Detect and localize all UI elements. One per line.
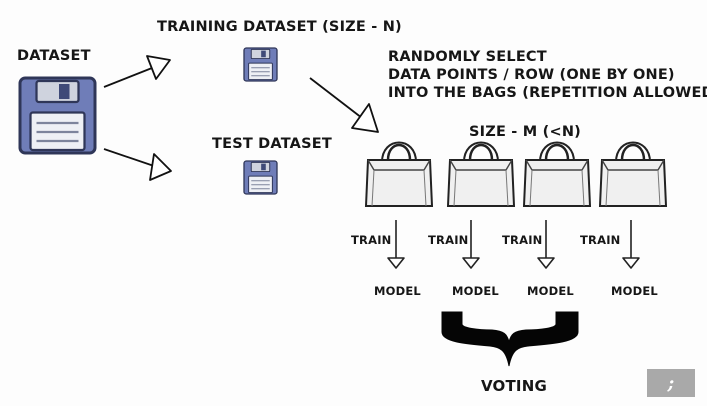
training-floppy-icon bbox=[243, 47, 278, 82]
description-line-1: RANDOMLY SELECT bbox=[388, 49, 547, 65]
description-line-2: DATA POINTS / ROW (ONE BY ONE) bbox=[388, 67, 675, 83]
description-line-3: INTO THE BAGS (REPETITION ALLOWED) bbox=[388, 85, 707, 101]
train-label-4: TRAIN bbox=[580, 233, 621, 247]
arrow-to-training-icon bbox=[103, 55, 171, 88]
bag-4-icon bbox=[598, 141, 668, 208]
train-label-3: TRAIN bbox=[502, 233, 543, 247]
model-label-1: MODEL bbox=[374, 284, 421, 298]
voting-label: VOTING bbox=[481, 377, 547, 395]
test-dataset-label: TEST DATASET bbox=[212, 136, 332, 152]
model-label-4: MODEL bbox=[611, 284, 658, 298]
train-label-1: TRAIN bbox=[351, 233, 392, 247]
voting-brace-icon bbox=[441, 311, 579, 367]
train-label-2: TRAIN bbox=[428, 233, 469, 247]
selection-description: RANDOMLY SELECT DATA POINTS / ROW (ONE B… bbox=[388, 48, 707, 102]
training-dataset-label: TRAINING DATASET (SIZE - N) bbox=[157, 19, 402, 35]
model-label-3: MODEL bbox=[527, 284, 574, 298]
arrow-to-bags-icon bbox=[309, 77, 379, 133]
bag-2-icon bbox=[446, 141, 516, 208]
dataset-floppy-icon bbox=[18, 76, 97, 155]
bag-1-icon bbox=[364, 141, 434, 208]
bag-3-icon bbox=[522, 141, 592, 208]
model-label-2: MODEL bbox=[452, 284, 499, 298]
badge-button[interactable]: ; bbox=[647, 369, 695, 397]
badge-glyph: ; bbox=[667, 372, 675, 394]
dataset-label: DATASET bbox=[17, 48, 91, 64]
bag-size-label: SIZE - M (<N) bbox=[469, 124, 581, 140]
arrow-to-test-icon bbox=[103, 148, 172, 181]
test-floppy-icon bbox=[243, 160, 278, 195]
train-arrow-4-icon bbox=[622, 219, 640, 269]
